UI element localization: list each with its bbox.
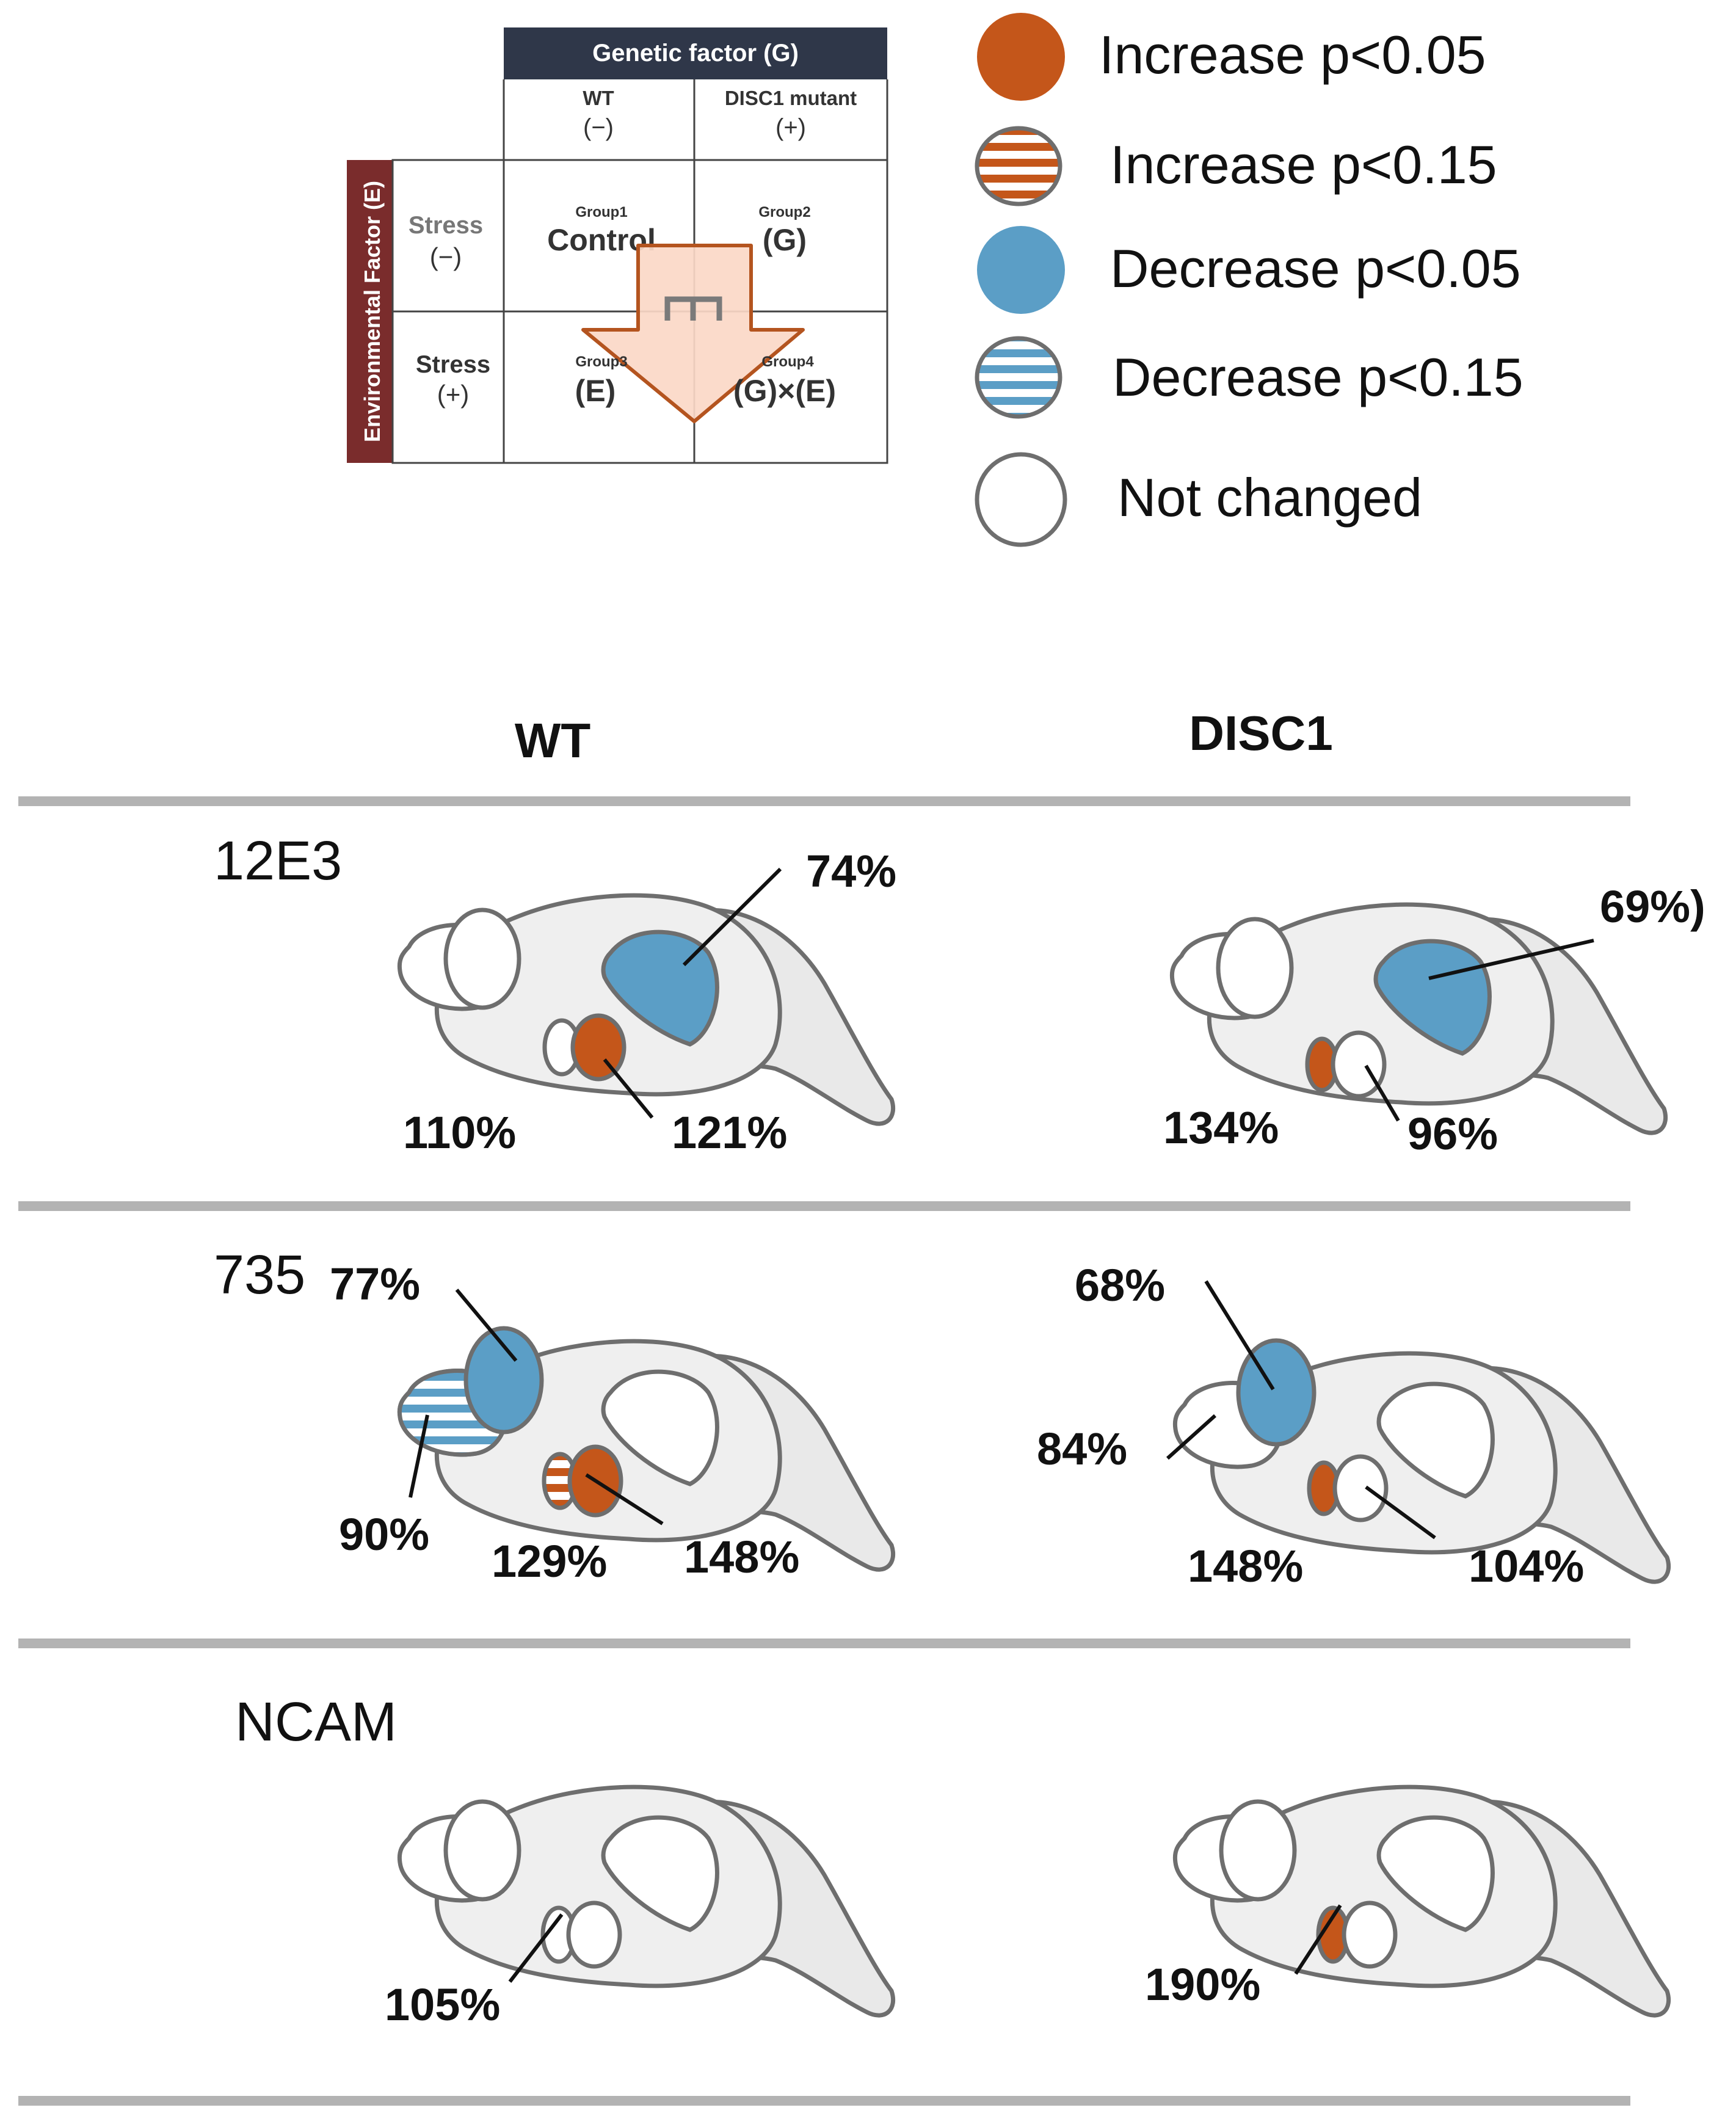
row-label-12e3: 12E3 <box>214 831 342 892</box>
col-wt-sign: (−) <box>583 114 614 141</box>
group2-name: (G) <box>763 223 807 257</box>
divider-1 <box>18 1201 1630 1211</box>
brain-735-wt <box>399 1326 893 1569</box>
leader-735-wt-148 <box>585 1473 664 1526</box>
value-12e3-disc1-96: 96% <box>1407 1108 1498 1159</box>
region-large-not-changed <box>1331 1030 1387 1099</box>
legend-label-increase-005: Increase p<0.05 <box>1099 24 1486 85</box>
design-table: Genetic factor (G) Environmental Factor … <box>347 27 888 464</box>
brain-ncam-wt <box>399 1787 893 2015</box>
region-large-not-changed <box>566 1900 622 1969</box>
brain-12e3-disc1 <box>1172 904 1665 1133</box>
value-ncam-disc1-190: 190% <box>1145 1959 1260 2010</box>
row2-sign: (+) <box>437 380 470 409</box>
legend-swatch-decrease-015 <box>975 336 1062 419</box>
group2-tag: Group2 <box>758 204 810 220</box>
region-large-not-changed <box>1332 1454 1389 1522</box>
row1-sign: (−) <box>430 242 462 271</box>
region-hippocampus-outline <box>1219 1799 1297 1902</box>
value-ncam-wt-105: 105% <box>385 1979 500 2030</box>
group-transition-arrow <box>581 244 805 423</box>
environmental-factor-header: Environmental Factor (E) <box>360 181 385 442</box>
col-wt-label: WT <box>583 87 614 109</box>
brain-ncam-disc1 <box>1175 1787 1668 2015</box>
legend-label-increase-015: Increase p<0.15 <box>1110 134 1497 195</box>
legend-swatch-not-changed <box>975 452 1067 547</box>
region-cortex-not-changed <box>601 1369 719 1486</box>
leader-735-wt-77 <box>455 1289 518 1362</box>
brain-12e3-wt <box>399 895 893 1124</box>
value-735-wt-129: 129% <box>492 1536 607 1587</box>
legend-swatch-increase-015 <box>975 126 1062 206</box>
column-header-disc1: DISC1 <box>1189 706 1333 760</box>
value-12e3-disc1-134: 134% <box>1163 1102 1279 1153</box>
group3-name: (E) <box>575 374 616 408</box>
leader-ncam-wt-105 <box>508 1913 564 1983</box>
value-12e3-wt-121: 121% <box>672 1107 787 1158</box>
region-cortex-not-changed <box>1376 1815 1495 1932</box>
leader-735-disc1-84 <box>1166 1414 1217 1460</box>
leader-12e3-wt-74 <box>682 867 782 967</box>
environmental-factor-header-bg <box>347 160 393 463</box>
region-hippocampus-outline <box>443 907 521 1010</box>
region-hippocampus-outline <box>443 1799 521 1902</box>
row1-label: Stress <box>409 212 483 239</box>
region-hippocampus-outline <box>1216 917 1294 1019</box>
col-disc1-sign: (+) <box>775 114 806 141</box>
value-12e3-wt-110: 110% <box>403 1107 516 1158</box>
region-large-not-changed <box>1342 1900 1398 1969</box>
leader-735-disc1-68 <box>1204 1280 1275 1391</box>
row-dividers <box>18 796 1630 2106</box>
leader-12e3-wt-121 <box>603 1058 654 1119</box>
value-735-wt-90: 90% <box>339 1509 429 1560</box>
col-disc1-label: DISC1 mutant <box>725 87 857 109</box>
divider-2 <box>18 1638 1630 1648</box>
row2-label: Stress <box>416 351 490 378</box>
group4-name: (G)×(E) <box>733 374 836 408</box>
leader-ncam-disc1-190 <box>1294 1904 1342 1975</box>
leader-12e3-disc1-69 <box>1428 939 1594 980</box>
region-anterior-decrease <box>463 1326 544 1435</box>
legend-label-decrease-005: Decrease p<0.05 <box>1110 238 1521 299</box>
region-cortex-not-changed <box>1376 1381 1495 1499</box>
group1-tag: Group1 <box>575 204 627 220</box>
value-735-disc1-148: 148% <box>1188 1541 1303 1591</box>
value-12e3-disc1-69b: 69%) <box>1600 881 1705 932</box>
leader-12e3-disc1-96 <box>1364 1064 1400 1122</box>
group4-tag: Group4 <box>761 354 814 370</box>
value-735-disc1-84: 84% <box>1037 1424 1127 1474</box>
region-large-increase <box>570 1013 626 1082</box>
value-735-disc1-104: 104% <box>1469 1541 1584 1591</box>
value-735-wt-148: 148% <box>684 1532 799 1582</box>
comparison-bracket <box>664 296 722 321</box>
row-label-ncam: NCAM <box>235 1692 397 1753</box>
legend-swatch-decrease-005 <box>977 226 1065 314</box>
legend: Increase p<0.05 Increase p<0.15 Decrease… <box>975 13 1524 547</box>
legend-swatch-increase-005 <box>977 13 1065 101</box>
genetic-factor-header-bg <box>504 27 887 79</box>
region-anterior-decrease <box>1236 1338 1317 1447</box>
value-735-wt-77: 77% <box>330 1259 420 1309</box>
legend-label-not-changed: Not changed <box>1117 467 1422 528</box>
value-12e3-wt-74: 74% <box>806 846 896 897</box>
value-735-disc1-68: 68% <box>1075 1260 1165 1311</box>
group3-tag: Group3 <box>575 354 627 370</box>
leader-735-wt-90 <box>409 1414 429 1498</box>
divider-bottom <box>18 2096 1630 2106</box>
legend-label-decrease-015: Decrease p<0.15 <box>1113 347 1524 407</box>
region-cortex-not-changed <box>601 1815 719 1932</box>
leader-735-disc1-104 <box>1365 1485 1436 1540</box>
genetic-factor-header: Genetic factor (G) <box>592 40 799 67</box>
divider-top <box>18 796 1630 806</box>
row-label-735: 735 <box>214 1245 305 1306</box>
column-header-wt: WT <box>515 713 591 768</box>
